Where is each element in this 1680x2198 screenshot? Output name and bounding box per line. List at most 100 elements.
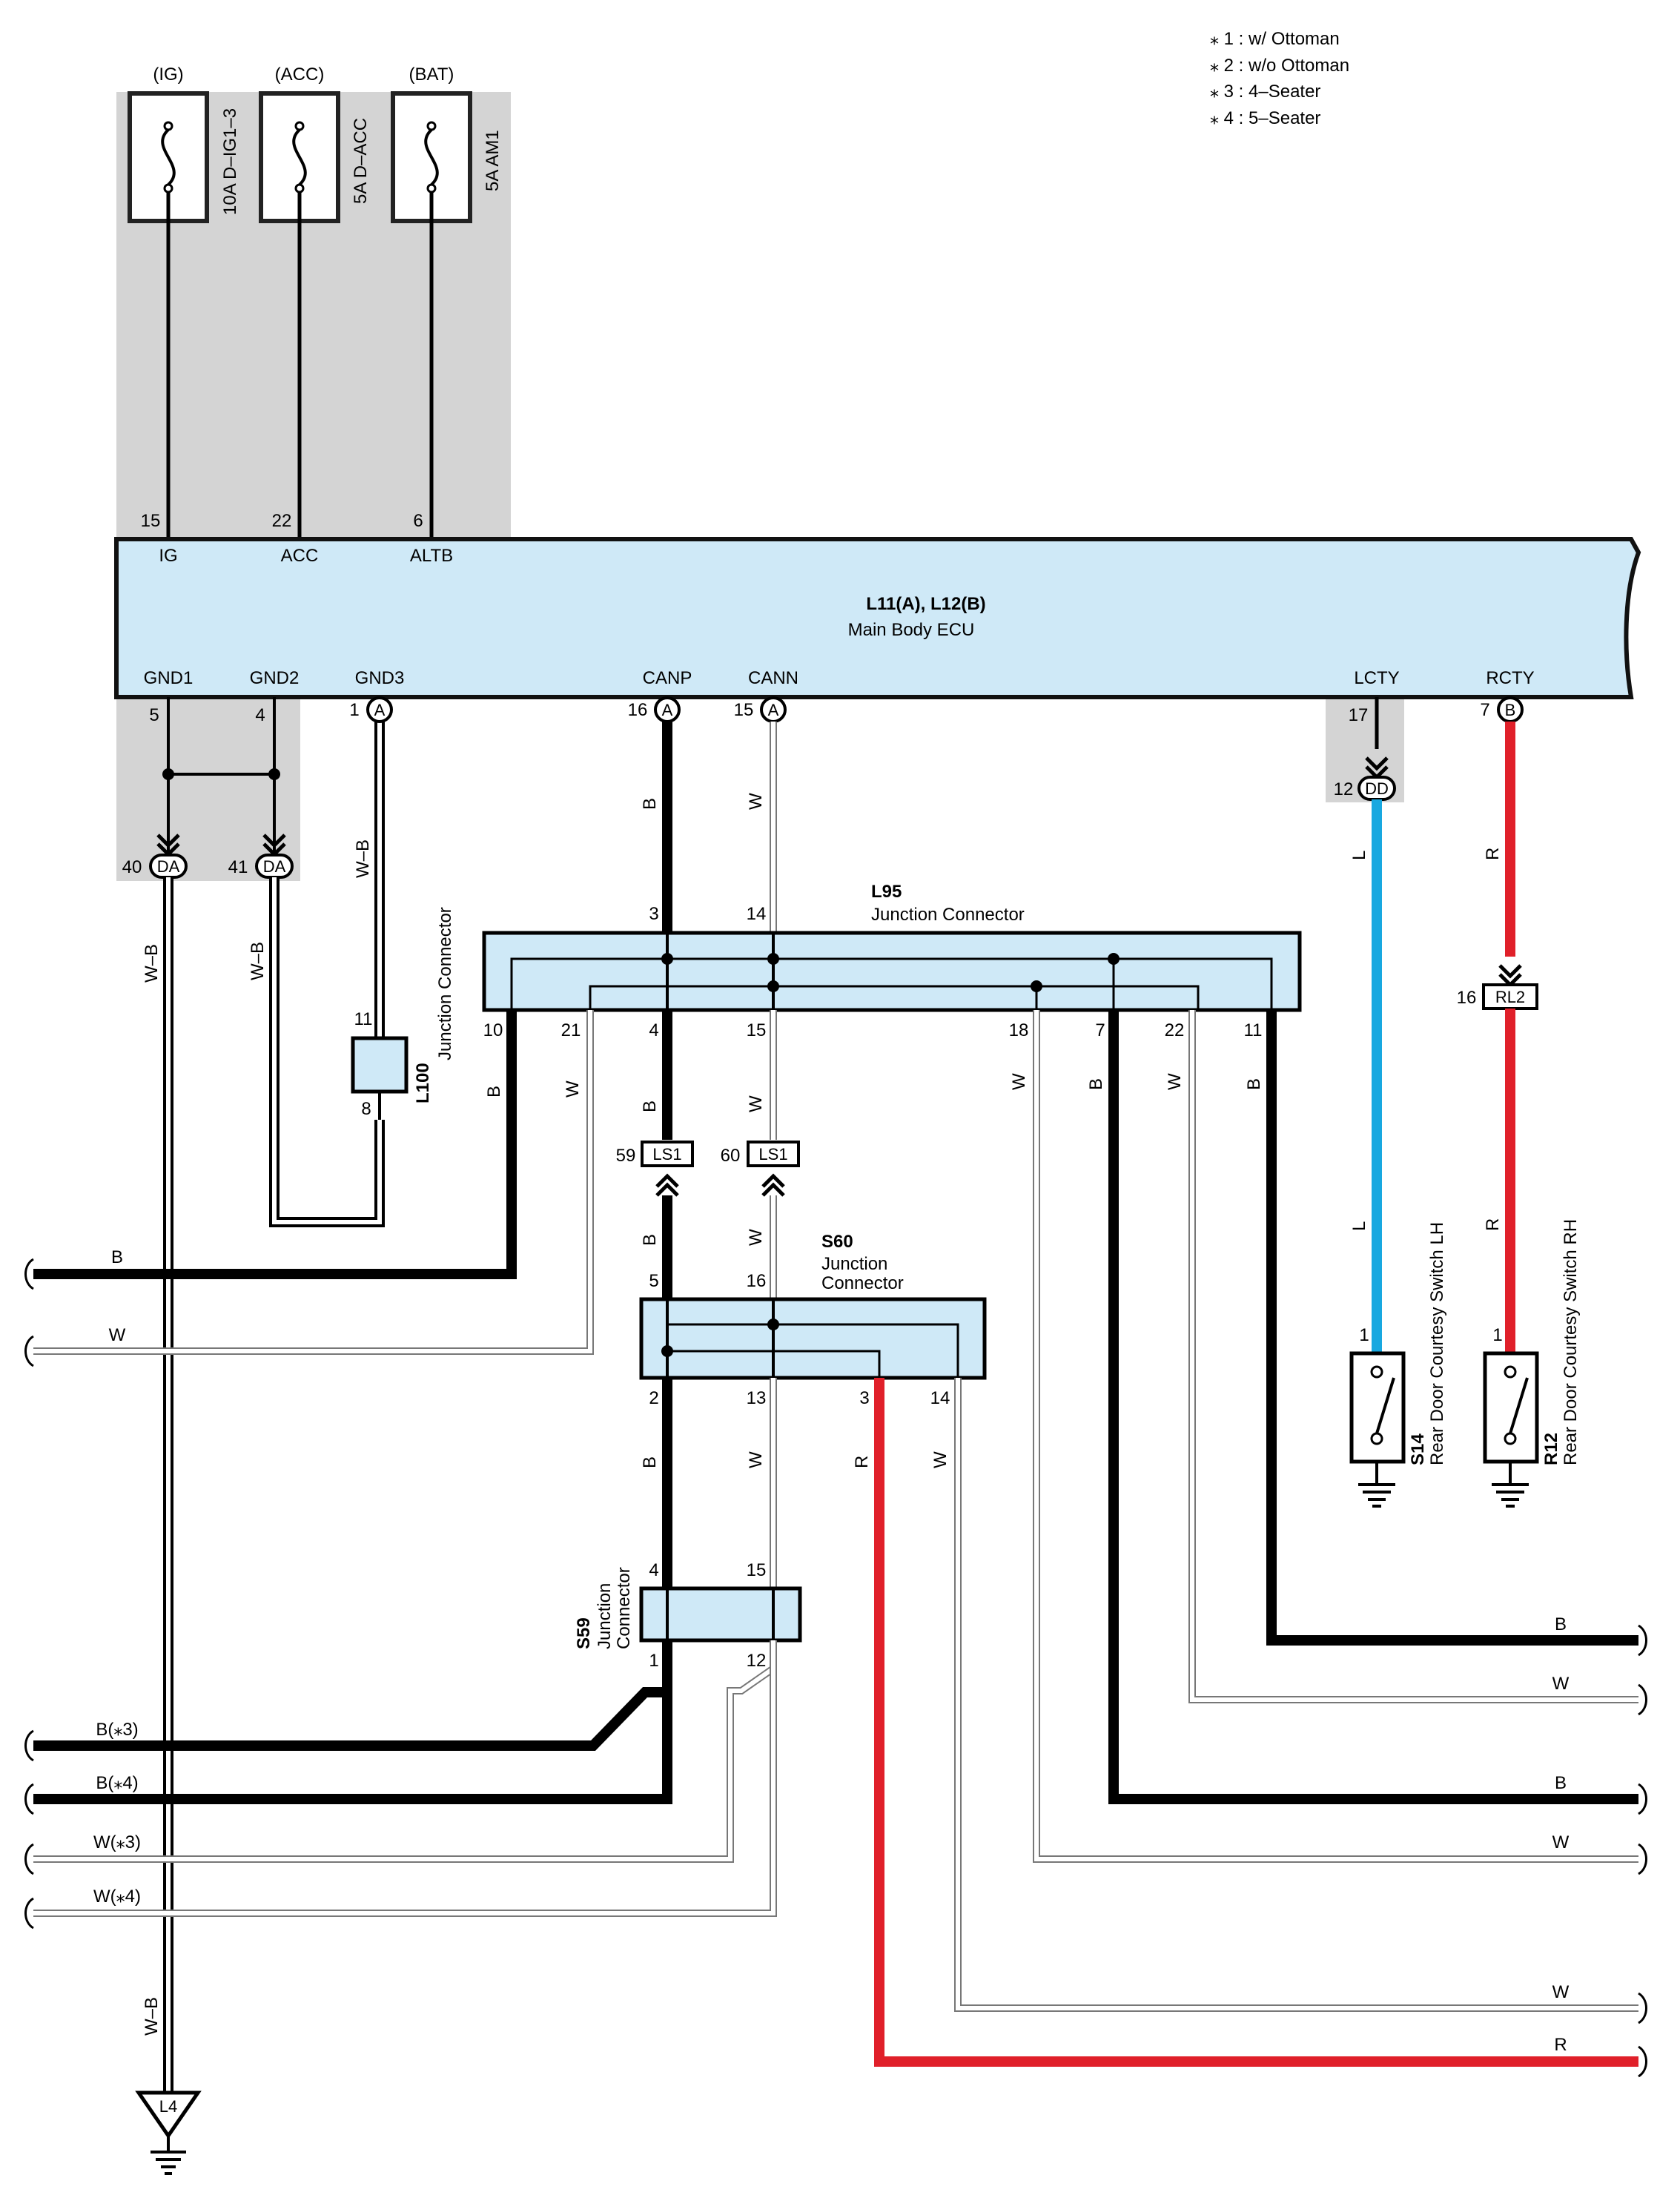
wire-l-2: L (1349, 1221, 1369, 1231)
l95-pin-10: 10 (483, 1020, 503, 1040)
lcty-pin: 17 (1349, 705, 1369, 725)
fuse-bat-source: (BAT) (409, 65, 454, 85)
s60-pin-2: 2 (649, 1388, 658, 1408)
da-pin-40: 40 (122, 857, 142, 877)
connector-a-gnd3: A 1 (349, 696, 393, 723)
connector-da-41: DA 41 (228, 854, 294, 879)
l95-code: L95 (871, 882, 902, 902)
dd-tag: DD (1365, 779, 1389, 798)
fuse-acc-rating: 5A D–ACC (351, 118, 371, 204)
l95-name: Junction Connector (871, 905, 1025, 925)
connector-a-cann: A 15 (734, 696, 787, 723)
fuse-acc-source: (ACC) (275, 65, 325, 85)
l95-pin-21: 21 (561, 1020, 581, 1040)
wire-b-p10: B (484, 1086, 504, 1098)
s14-name: Rear Door Courtesy Switch LH (1427, 1222, 1447, 1465)
connector-ls1-60: LS1 60 (721, 1141, 800, 1195)
ecu-altb-pin: 6 (413, 511, 423, 531)
wire-w-s60: W (746, 1451, 766, 1468)
wire-b3: B(⁎3) (96, 1720, 138, 1740)
s14-code: S14 (1408, 1433, 1428, 1465)
wire-ends-left (24, 1258, 35, 1930)
r12-name: Rear Door Courtesy Switch RH (1561, 1219, 1581, 1465)
main-body-ecu: 15 22 6 IG ACC ALTB L11(A), L12(B) Main … (114, 511, 1641, 699)
fuse-bat-rating: 5A AM1 (483, 130, 503, 191)
legend-notes: ⁎ 1 : w/ Ottoman ⁎ 2 : w/o Ottoman ⁎ 3 :… (1210, 29, 1349, 128)
gnd3-pin: 1 (349, 700, 359, 720)
junction-l95: L95 Junction Connector 3 14 10 21 4 15 1… (482, 882, 1302, 1040)
connector-rl2: RL2 16 (1457, 983, 1538, 1010)
rl2-tag: RL2 (1495, 988, 1525, 1006)
wire-w-p22-right: W (1552, 1674, 1570, 1694)
dd-pin: 12 (1334, 779, 1354, 799)
wire-b-p7-right: B (1555, 1773, 1567, 1793)
s60-name1: Junction (821, 1254, 887, 1274)
wire-w-p22: W (1165, 1073, 1185, 1090)
ls1-pin-60: 60 (721, 1146, 741, 1166)
wire-w-p18: W (1009, 1073, 1029, 1090)
wire-b-canp: B (640, 798, 660, 810)
s60-pin-14: 14 (930, 1388, 950, 1408)
s60-pin-5: 5 (649, 1271, 658, 1291)
wire-w-ls1: W (746, 1229, 766, 1246)
s60-pin-16: 16 (747, 1271, 767, 1291)
connector-b-rcty: B 7 (1480, 696, 1524, 723)
ls1-tag-1: LS1 (652, 1145, 681, 1164)
wire-w4: W(⁎4) (93, 1887, 141, 1907)
s59-code: S59 (574, 1617, 594, 1649)
l95-pin-22: 22 (1165, 1020, 1185, 1040)
l95-pin-15: 15 (747, 1020, 767, 1040)
junction-s59: 4 15 1 12 S59 Junction Connector (574, 1560, 802, 1671)
s59-name2: Connector (614, 1567, 634, 1649)
ecu-name: Main Body ECU (848, 620, 975, 640)
ecu-gnd3: GND3 (355, 668, 405, 688)
a-tag-3: A (768, 701, 779, 719)
note-4: ⁎ 4 : 5–Seater (1210, 108, 1320, 128)
wire-ends-right (1637, 1624, 1647, 2078)
s59-pin-4: 4 (649, 1560, 658, 1580)
s60-code: S60 (821, 1232, 853, 1252)
wire-w-s60-14: W (930, 1451, 950, 1468)
wire-r-bottom: R (1554, 2035, 1567, 2055)
wire-r-1: R (1483, 848, 1503, 860)
ecu-cann: CANN (748, 668, 798, 688)
ecu-lcty: LCTY (1354, 668, 1399, 688)
wire-b-left: B (111, 1247, 123, 1267)
note-3: ⁎ 3 : 4–Seater (1210, 82, 1320, 102)
ecu-altb-terminal: ALTB (410, 546, 453, 566)
l4-tag: L4 (159, 2097, 177, 2116)
wire-b4: B(⁎4) (96, 1773, 138, 1793)
canp-pin: 16 (628, 700, 648, 720)
ls1-pin-59: 59 (616, 1146, 636, 1166)
s60-pin-3: 3 (859, 1388, 869, 1408)
l95-pin-11: 11 (1244, 1020, 1263, 1040)
s59-pin-1: 1 (649, 1651, 658, 1671)
l95-pin-7: 7 (1095, 1020, 1105, 1040)
l100-pin-8: 8 (361, 1099, 371, 1119)
wire-w3: W(⁎3) (93, 1832, 141, 1852)
s59-name1: Junction (595, 1583, 615, 1649)
da-tag-1: DA (157, 857, 180, 876)
connector-a-canp: A 16 (628, 696, 681, 723)
r12-code: R12 (1541, 1433, 1561, 1465)
s60-pin-13: 13 (747, 1388, 767, 1408)
gnd2-pin: 4 (255, 705, 265, 725)
ecu-gnd2: GND2 (250, 668, 300, 688)
ecu-ig-pin: 15 (141, 511, 161, 531)
fuse-ig-rating: 10A D–IG1–3 (220, 108, 240, 215)
da-pin-41: 41 (228, 857, 248, 877)
wire-b-p7: B (1086, 1078, 1106, 1090)
l100-pin-11: 11 (354, 1009, 373, 1029)
l95-pin-18: 18 (1009, 1020, 1029, 1040)
ecu-code: L11(A), L12(B) (866, 594, 985, 614)
s59-pin-12: 12 (747, 1651, 767, 1671)
fuse-acc: (ACC) 5A D–ACC (259, 65, 371, 223)
l100-name: Junction Connector (435, 907, 455, 1060)
wire-b-p11: B (1244, 1078, 1264, 1090)
ecu-acc-terminal: ACC (281, 546, 319, 566)
wire-w-cann: W (746, 793, 766, 810)
connector-ls1-59: LS1 59 (616, 1141, 694, 1195)
ecu-rcty: RCTY (1486, 668, 1534, 688)
